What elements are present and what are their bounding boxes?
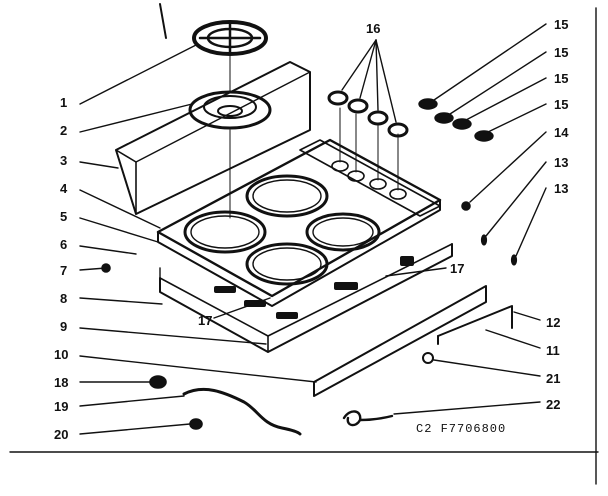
callout-5: 5 [60,209,68,224]
callout-15d: 15 [554,97,569,112]
leader-lines-left [79,43,317,435]
callout-21: 21 [546,371,561,386]
cooktop-burner-openings [183,174,381,286]
callout-1: 1 [60,95,68,110]
callout-15b: 15 [554,45,569,60]
callout-4: 4 [60,181,68,196]
callout-13b: 13 [554,181,569,196]
burner-box-frame [159,243,453,353]
callout-19: 19 [54,399,69,414]
cooktop [156,138,442,307]
backguard-edge [115,149,137,163]
callout-20: 20 [54,427,69,442]
front-trim-rail [313,285,487,397]
mounting-screws [480,234,518,266]
part-7-nut [101,263,111,273]
bracket-part-11 [437,305,513,337]
spring-clip-part-22 [342,410,394,427]
ring-part-21 [422,352,434,364]
clip-part-20 [189,418,203,430]
callout-15c: 15 [554,71,569,86]
callout-6: 6 [60,237,68,252]
backguard-edge [135,71,311,163]
callout-18: 18 [54,375,69,390]
callout-17b: 17 [198,313,213,328]
valve-components [418,98,494,142]
callout-10: 10 [54,347,69,362]
backguard-panel [115,61,311,215]
knob-holes [331,160,407,200]
knob-guide-lines [339,107,399,191]
callout-7: 7 [60,263,68,278]
callout-15a: 15 [554,17,569,32]
screw-part-14 [461,201,471,211]
drawing-code: C2 F7706800 [416,422,507,436]
callout-12: 12 [546,315,561,330]
top-mark [159,3,167,39]
leader-lines-right [213,23,547,415]
callout-3: 3 [60,153,68,168]
callout-13a: 13 [554,155,569,170]
wire-harness [182,387,302,436]
callout-8: 8 [60,291,68,306]
connector-part-18 [149,375,167,389]
callout-22: 22 [546,397,561,412]
callout-17a: 17 [450,261,465,276]
burner-drip-bowl [188,90,272,130]
callout-16: 16 [366,21,381,36]
callout-16-leaders [341,39,397,123]
callout-14: 14 [554,125,569,140]
control-knobs [327,90,409,138]
burner-grate [192,20,268,56]
callout-9: 9 [60,319,68,334]
callout-2: 2 [60,123,68,138]
callout-11: 11 [546,343,560,358]
